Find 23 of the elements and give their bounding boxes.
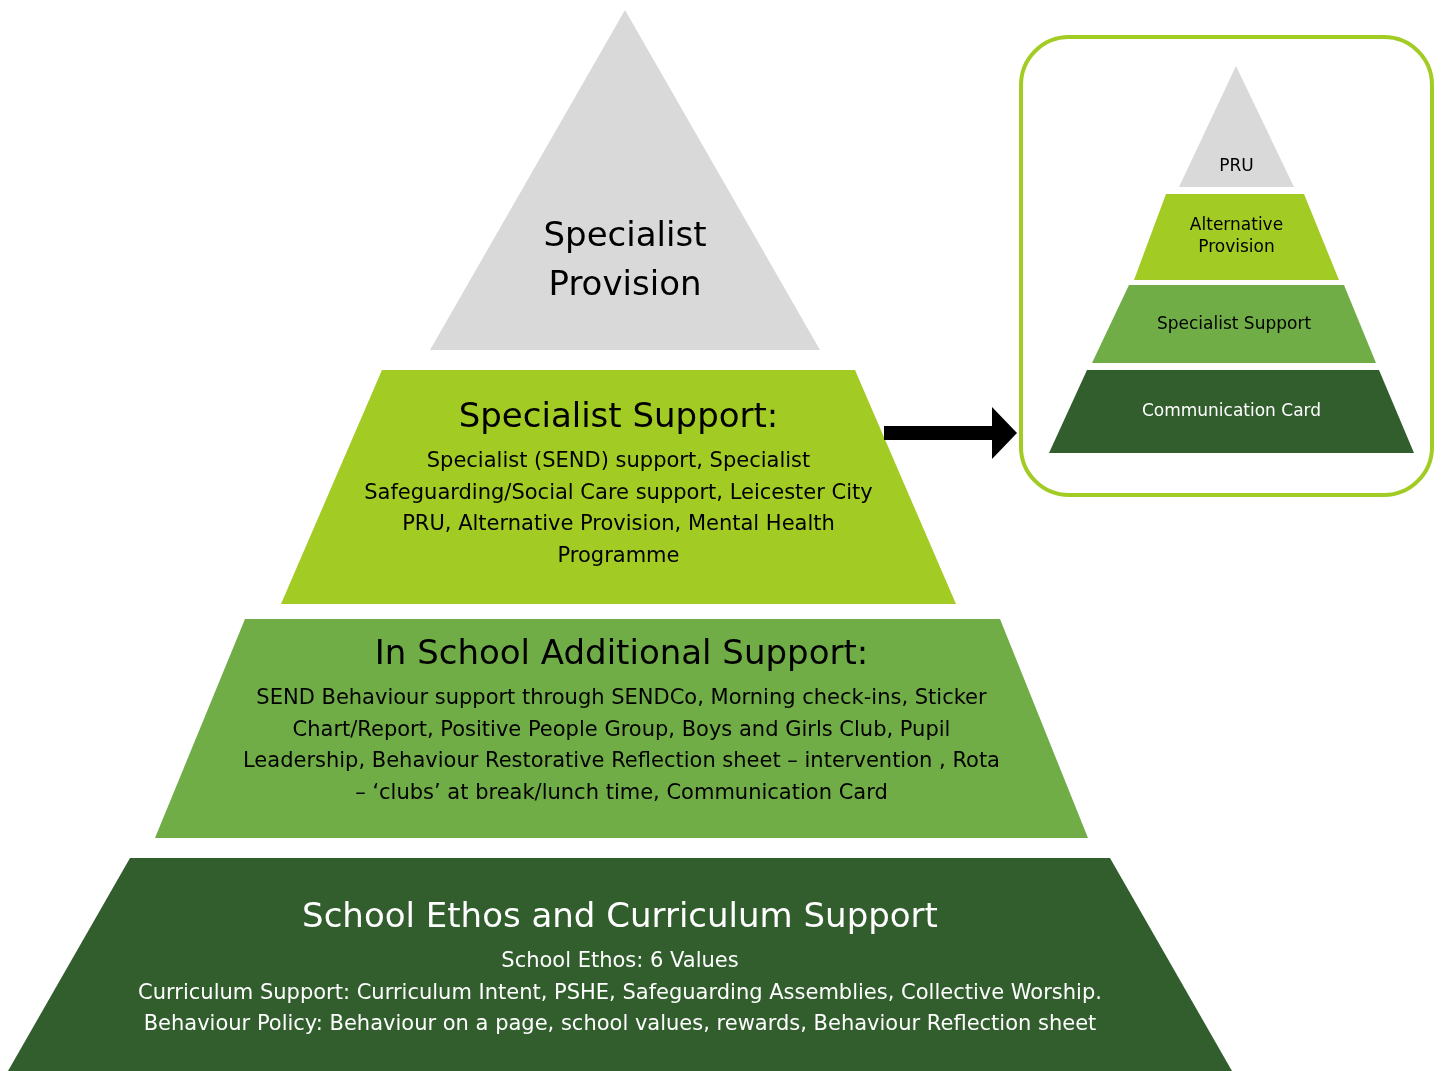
tier-heading: In School Additional Support: [374, 631, 869, 674]
tier-description: Specialist (SEND) support, Specialist Safeguarding/Social Care support, Leicester City PRU, Alternative Provision, Mental Health Programme [363, 447, 874, 569]
tier-label: Specialist Support [1156, 312, 1312, 335]
pyramid-tier [1134, 194, 1339, 280]
arrow [884, 407, 1017, 459]
tier-label: Communication Card [1141, 399, 1322, 422]
tier-description: SEND Behaviour support through SENDCo, Morning check-ins, Sticker Chart/Report, Positive People Group, Boys and Girls Club, Pupil Leadership, Behaviour Restorative Reflection sheet – intervention , Rota – ‘clubs’ at break/lunch time, Communication Card [242, 684, 1001, 806]
pyramid-tier [8, 858, 1232, 1071]
tier-label: Specialist Provision [542, 213, 708, 306]
pyramid-tier [281, 370, 956, 604]
tier-description: Curriculum Support: Curriculum Intent, PSHE, Safeguarding Assemblies, Collective Worship. [138, 978, 1102, 1006]
pyramid-tier [1092, 285, 1376, 363]
tier-description: Behaviour Policy: Behaviour on a page, school values, rewards, Behaviour Reflection sheet [143, 1010, 1097, 1037]
pyramid-tier [430, 10, 820, 350]
tier-heading: School Ethos and Curriculum Support [302, 894, 938, 937]
tier-label: PRU [1219, 154, 1254, 177]
pyramid-tier [155, 619, 1088, 838]
pyramid-tier [1049, 370, 1414, 453]
tier-label: Alternative Provision [1188, 213, 1285, 258]
pyramid-tier [1179, 66, 1294, 187]
inset-panel [1019, 35, 1434, 497]
tier-description: School Ethos: 6 Values [501, 947, 739, 974]
tier-heading: Specialist Support: [458, 394, 779, 437]
